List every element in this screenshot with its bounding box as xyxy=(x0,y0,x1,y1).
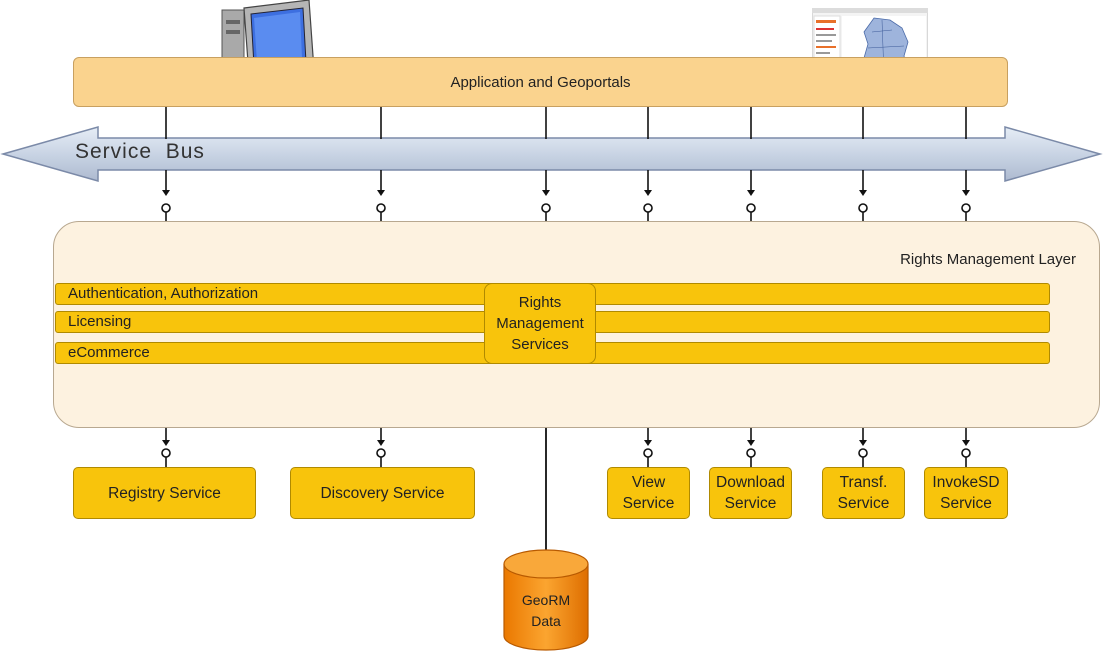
georm-database-icon xyxy=(503,549,589,651)
view-service-line-2: Service xyxy=(622,495,675,512)
connector-socket xyxy=(746,448,756,458)
connector-arrowhead xyxy=(644,440,652,446)
registry-service-box: Registry Service xyxy=(73,467,256,519)
service-bus-label: Service Bus xyxy=(75,140,205,163)
view-service-line-1: View xyxy=(631,474,666,491)
connector-arrowhead xyxy=(747,190,755,196)
app-bus-connectors xyxy=(165,107,967,139)
invokesd-service-line-2: Service xyxy=(940,495,992,512)
service-bus-arrow xyxy=(0,126,1103,182)
rights-management-services-box: Rights Management Services xyxy=(484,283,596,364)
connector-arrowhead xyxy=(377,440,385,446)
bus-sockets xyxy=(161,170,971,221)
rms-line-3: Services xyxy=(511,336,569,353)
transf-service-line-2: Service xyxy=(837,495,890,512)
connector-arrowhead xyxy=(962,440,970,446)
db-line-2: Data xyxy=(531,613,561,629)
connector-socket xyxy=(643,448,653,458)
connector-socket xyxy=(161,203,171,213)
download-service-box: Download Service xyxy=(709,467,792,519)
connector-socket xyxy=(961,203,971,213)
connector-socket xyxy=(746,203,756,213)
discovery-service-box: Discovery Service xyxy=(290,467,475,519)
connector-socket xyxy=(961,448,971,458)
invokesd-service-line-1: InvokeSD xyxy=(932,474,1000,491)
connector-socket xyxy=(643,203,653,213)
view-service-box: View Service xyxy=(607,467,690,519)
connector-arrowhead xyxy=(162,440,170,446)
application-geoportals-bar: Application and Geoportals xyxy=(73,57,1008,107)
rms-line-2: Management xyxy=(496,315,584,332)
registry-service-label: Registry Service xyxy=(108,484,221,502)
transf-service-line-1: Transf. xyxy=(839,474,888,491)
invokesd-service-box: InvokeSD Service xyxy=(924,467,1008,519)
connector-arrowhead xyxy=(377,190,385,196)
discovery-service-label: Discovery Service xyxy=(320,484,445,502)
service-sockets xyxy=(161,428,971,467)
connector-arrowhead xyxy=(859,440,867,446)
rms-line-1: Rights xyxy=(518,294,562,311)
db-line-1: GeoRM xyxy=(521,592,571,608)
connector-arrowhead xyxy=(859,190,867,196)
connector-arrowhead xyxy=(162,190,170,196)
rights-management-layer-title: Rights Management Layer xyxy=(900,251,1076,268)
connector-socket xyxy=(161,448,171,458)
connector-arrowhead xyxy=(747,440,755,446)
connector-socket xyxy=(376,203,386,213)
connector-arrowhead xyxy=(644,190,652,196)
connector-arrowhead xyxy=(962,190,970,196)
connector-socket xyxy=(858,203,868,213)
application-geoportals-label: Application and Geoportals xyxy=(450,73,631,91)
transf-service-box: Transf. Service xyxy=(822,467,905,519)
download-service-line-2: Service xyxy=(724,495,777,512)
connector-socket xyxy=(858,448,868,458)
connector-arrowhead xyxy=(542,190,550,196)
download-service-line-1: Download xyxy=(716,474,785,491)
georm-data-label: GeoRM Data xyxy=(503,590,589,632)
connector-socket xyxy=(376,448,386,458)
connector-socket xyxy=(541,203,551,213)
